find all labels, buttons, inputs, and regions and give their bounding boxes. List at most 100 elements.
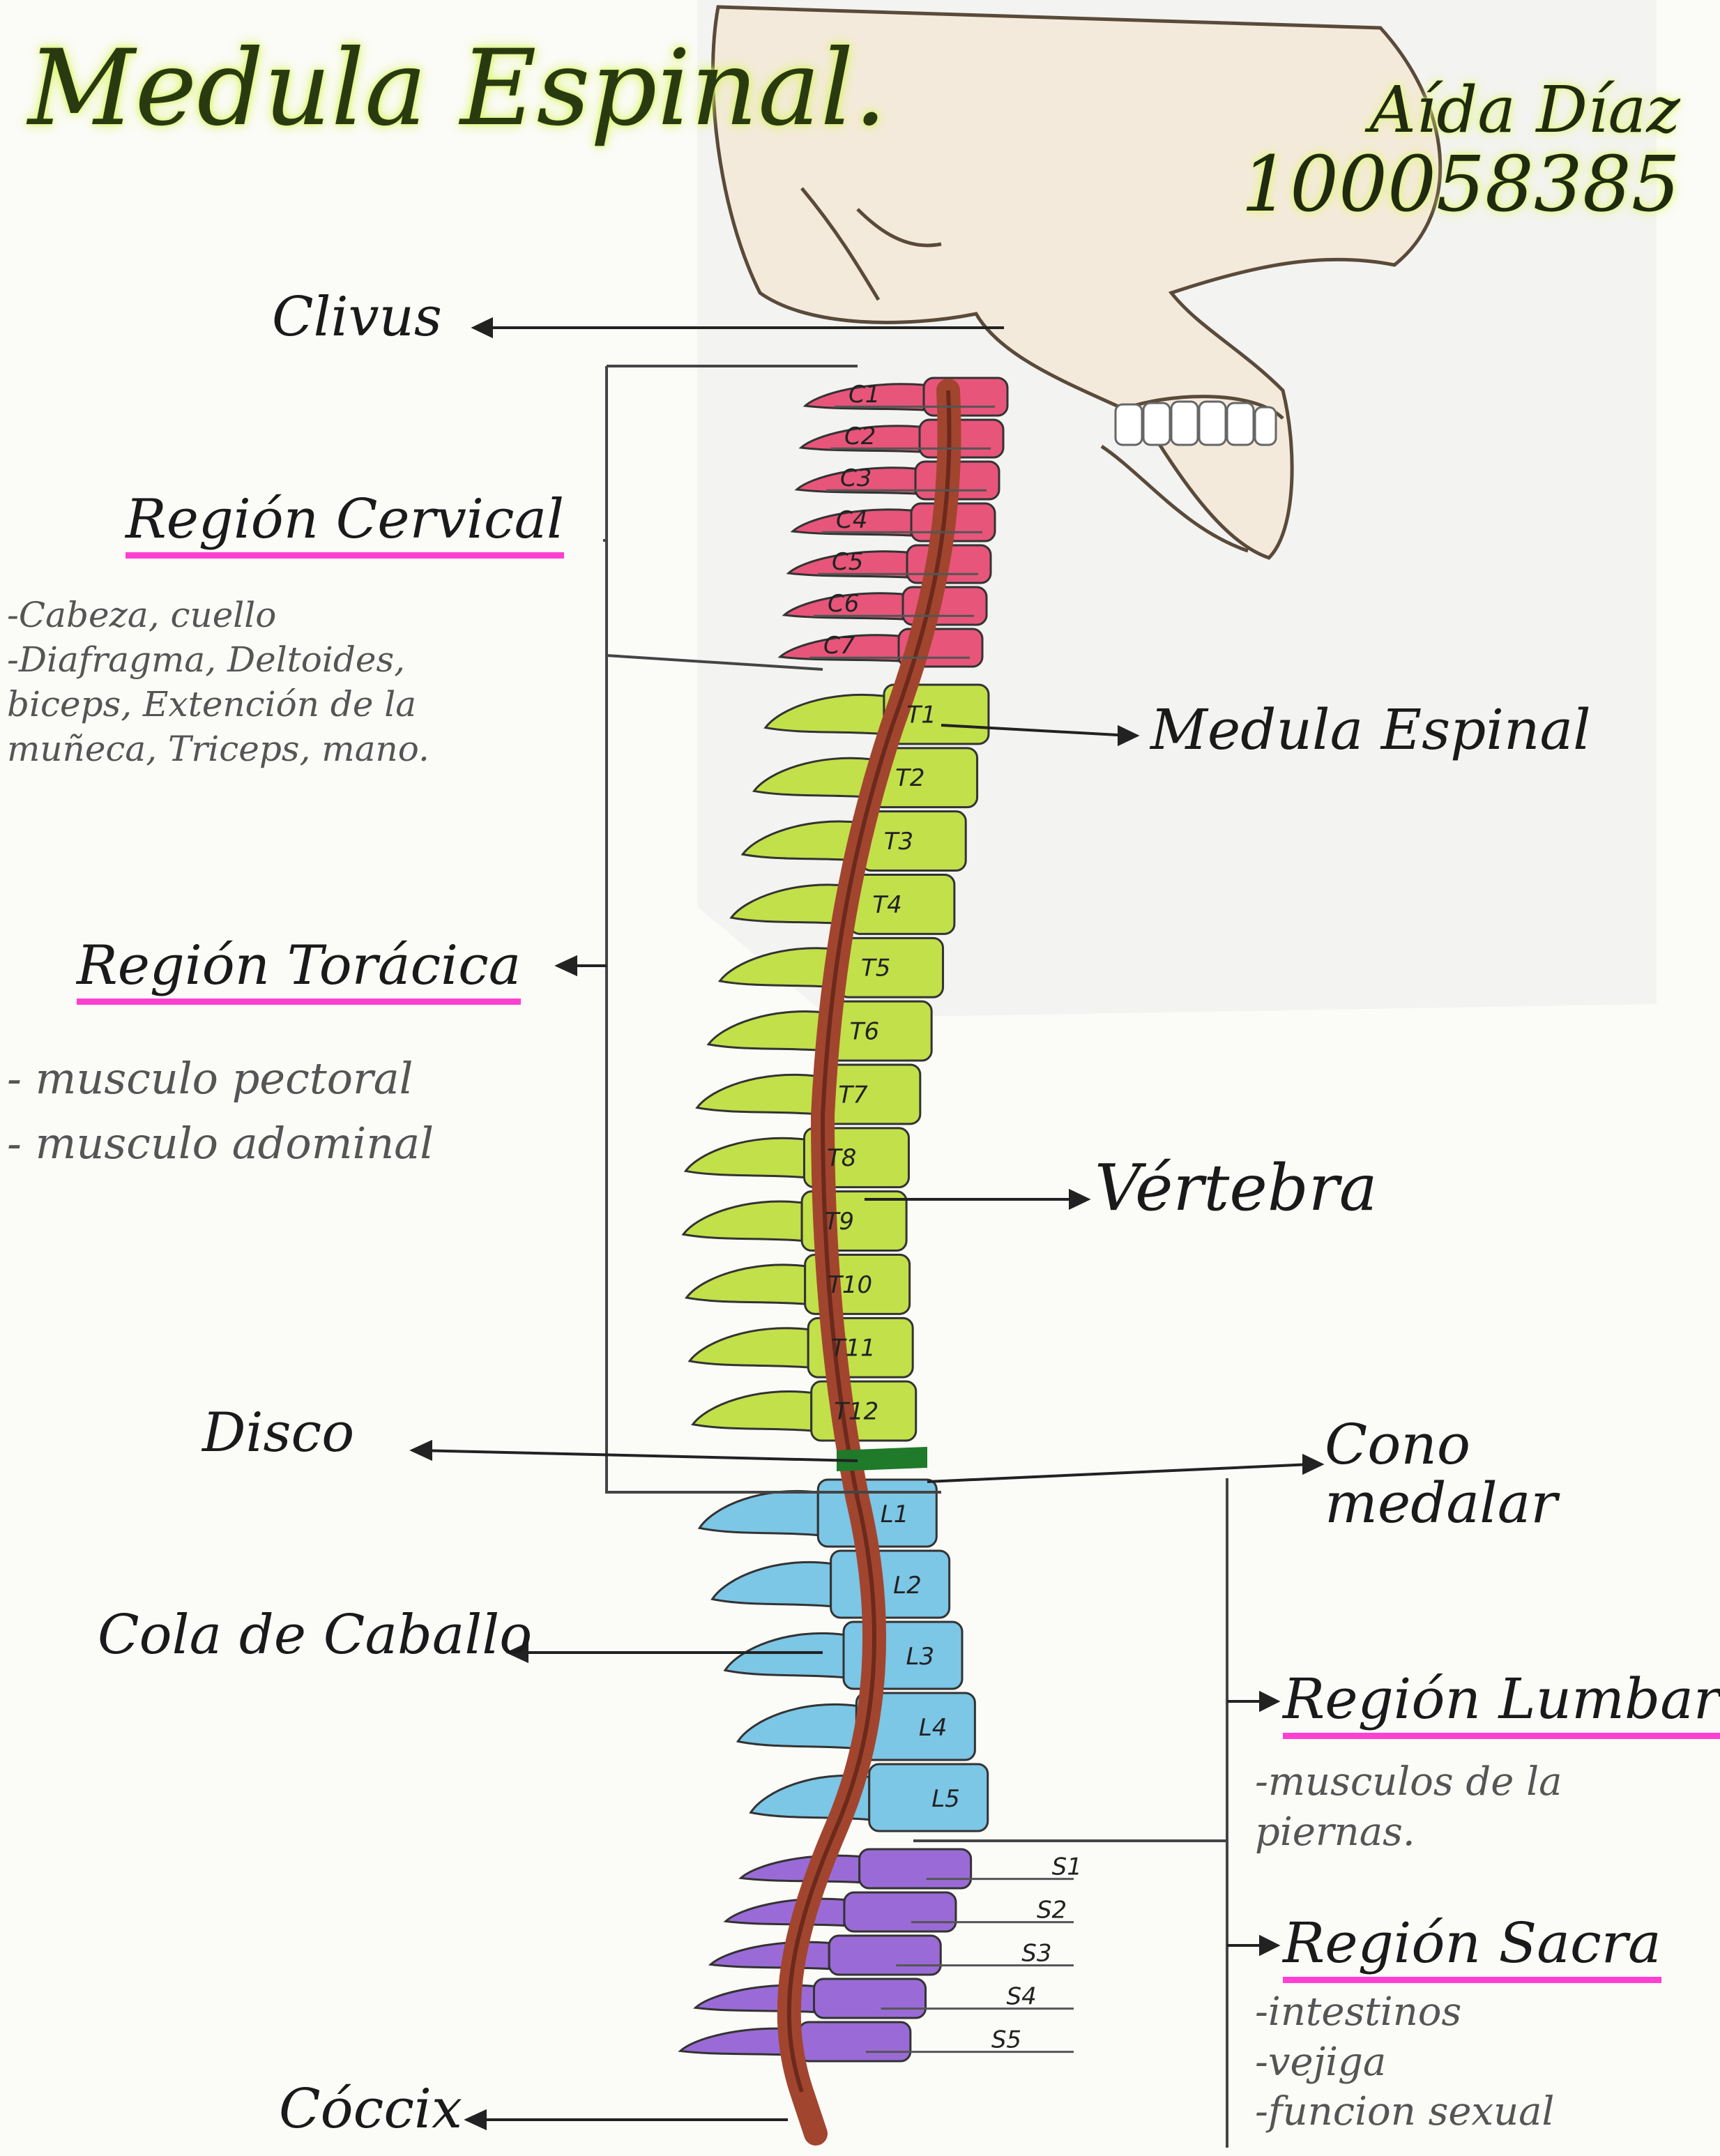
process-t9 bbox=[681, 1200, 803, 1242]
label-clivus: Clivus bbox=[272, 286, 442, 349]
vertebra-label-t7: T7 bbox=[838, 1081, 868, 1109]
note-line: -vejiga bbox=[1255, 2039, 1387, 2085]
arrow-sacra-icon bbox=[1259, 1934, 1281, 1957]
vertebra-label-t12: T12 bbox=[834, 1397, 878, 1425]
process-t7 bbox=[695, 1073, 817, 1116]
vertebra-s2 bbox=[843, 1891, 957, 1933]
vertebra-label-l5: L5 bbox=[931, 1785, 960, 1813]
note-line: -musculos de la bbox=[1255, 1759, 1562, 1805]
process-c6 bbox=[782, 592, 904, 621]
vertebra-s3 bbox=[828, 1934, 942, 1976]
author-name: Aída Díaz bbox=[1369, 73, 1680, 147]
region-lumbar-title-text: Región Lumbar bbox=[1283, 1667, 1720, 1739]
vertebra-label-t10: T10 bbox=[828, 1271, 872, 1299]
vertebra-l2 bbox=[830, 1549, 951, 1619]
region-cervical-title: Región Cervical bbox=[125, 488, 565, 559]
arrow-vertebra-icon bbox=[1069, 1188, 1091, 1210]
spine-illustration: C1C2C3C4C5C6C7T1T2T3T4T5T6T7T8T9T10T11T1… bbox=[409, 5, 1443, 2148]
vertebra-t5 bbox=[837, 936, 945, 999]
process-t8 bbox=[683, 1137, 805, 1179]
process-t1 bbox=[763, 693, 885, 736]
note-line: -intestinos bbox=[1255, 1989, 1462, 2035]
process-c7 bbox=[777, 634, 900, 662]
vertebra-label-t5: T5 bbox=[861, 955, 890, 982]
vertebra-label-c1: C1 bbox=[848, 381, 880, 409]
vertebra-l5 bbox=[868, 1763, 989, 1832]
label-medula-espinal: Medula Espinal bbox=[1150, 697, 1591, 762]
spinous-processes bbox=[678, 383, 925, 2057]
vertebra-label-c2: C2 bbox=[844, 423, 876, 450]
spinal-cord-outline bbox=[786, 390, 952, 2093]
vertebra-label-c5: C5 bbox=[832, 548, 863, 576]
process-c5 bbox=[786, 550, 908, 579]
note-line: - musculo pectoral bbox=[7, 1053, 413, 1104]
process-l3 bbox=[723, 1632, 845, 1679]
note-line: -Cabeza, cuello bbox=[7, 595, 277, 635]
process-l1 bbox=[697, 1489, 819, 1537]
label-cono-medular: Cono medalar bbox=[1325, 1415, 1558, 1533]
arrow-clivus-icon bbox=[471, 317, 493, 339]
process-s1 bbox=[738, 1854, 861, 1884]
process-s2 bbox=[723, 1897, 846, 1927]
region-cervical-title-text: Región Cervical bbox=[125, 488, 565, 559]
vertebra-label-t2: T2 bbox=[895, 764, 924, 792]
process-c1 bbox=[802, 383, 925, 411]
vertebra-label-l3: L3 bbox=[906, 1643, 935, 1671]
vertebra-c1 bbox=[922, 377, 1009, 417]
process-t12 bbox=[691, 1390, 813, 1432]
vertebra-label-t9: T9 bbox=[825, 1208, 854, 1236]
note-line: - musculo adominal bbox=[7, 1118, 434, 1169]
vertebra-t4 bbox=[848, 874, 956, 935]
vertebra-label-t4: T4 bbox=[872, 891, 901, 919]
bracket-lines bbox=[603, 365, 1228, 2148]
note-line: piernas. bbox=[1255, 1809, 1415, 1855]
note-line: -Diafragma, Deltoides, bbox=[7, 639, 406, 680]
cono-line-1: Cono bbox=[1325, 1412, 1471, 1477]
arrows bbox=[409, 317, 1325, 2131]
disc-marker bbox=[837, 1447, 927, 1471]
arrow-coccix-icon bbox=[464, 2109, 487, 2131]
vertebra-label-t1: T1 bbox=[906, 701, 936, 729]
label-vertebra: Vértebra bbox=[1095, 1151, 1378, 1225]
process-t5 bbox=[717, 947, 840, 989]
vertebra-label-t6: T6 bbox=[850, 1017, 879, 1045]
vertebra-label-s4: S4 bbox=[1007, 1982, 1037, 2010]
note-line: biceps, Extención de la bbox=[7, 684, 417, 724]
page-title: Medula Espinal. bbox=[28, 28, 888, 149]
region-sacra-title-text: Región Sacra bbox=[1283, 1911, 1661, 1983]
vertebra-s4 bbox=[813, 1977, 927, 2019]
process-t11 bbox=[687, 1327, 809, 1369]
region-lumbar-notes: -musculos de la piernas. bbox=[1255, 1757, 1562, 1857]
author-id: 100058385 bbox=[1241, 139, 1680, 229]
vertebra-label-l4: L4 bbox=[919, 1714, 947, 1742]
vertebra-label-t3: T3 bbox=[884, 828, 913, 856]
region-sacra-title: Región Sacra bbox=[1283, 1911, 1661, 1983]
label-cola-de-caballo: Cola de Caballo bbox=[98, 1604, 533, 1667]
arrow-lumbar-icon bbox=[1259, 1690, 1281, 1713]
vertebra-label-t8: T8 bbox=[827, 1144, 856, 1172]
process-c2 bbox=[798, 425, 921, 453]
cono-line-2: medalar bbox=[1325, 1471, 1558, 1535]
vertebra-label-l1: L1 bbox=[881, 1501, 909, 1528]
vertebra-s5 bbox=[798, 2021, 912, 2063]
vertebra-label-c4: C4 bbox=[836, 506, 867, 534]
region-toracica-title-text: Región Torácica bbox=[77, 934, 522, 1005]
vertebra-label-s3: S3 bbox=[1021, 1939, 1051, 1967]
vertebra-s1 bbox=[858, 1848, 973, 1890]
process-t3 bbox=[740, 820, 862, 862]
process-t6 bbox=[706, 1010, 828, 1052]
arrow-cola-icon bbox=[505, 1641, 528, 1664]
region-cervical-notes: -Cabeza, cuello -Diafragma, Deltoides, b… bbox=[7, 593, 429, 771]
process-l4 bbox=[736, 1703, 858, 1750]
author-block: Aída Díaz 100058385 bbox=[1241, 73, 1680, 229]
region-lumbar-title: Región Lumbar bbox=[1283, 1667, 1720, 1739]
arrow-disco-icon bbox=[409, 1439, 432, 1462]
process-t10 bbox=[685, 1263, 807, 1305]
process-t4 bbox=[729, 883, 851, 925]
process-t2 bbox=[752, 757, 874, 799]
vertebra-label-s5: S5 bbox=[991, 2026, 1021, 2053]
vertebra-label-s2: S2 bbox=[1037, 1896, 1067, 1924]
process-s5 bbox=[678, 2027, 800, 2057]
process-c3 bbox=[794, 466, 917, 495]
label-disco: Disco bbox=[202, 1402, 355, 1464]
